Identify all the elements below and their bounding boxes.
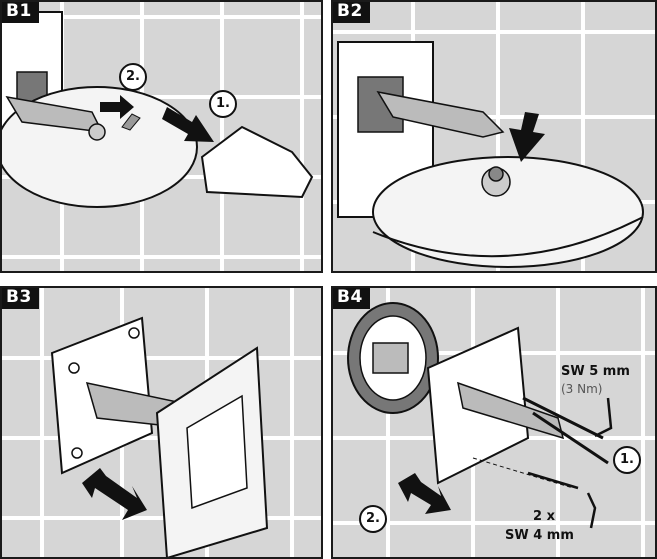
panel-b2-illustration [333, 2, 655, 271]
wrench-size-label: SW 5 mm [561, 364, 630, 379]
panel-b3-label: B3 [2, 288, 39, 309]
step-2-marker: 2. [119, 63, 147, 91]
panel-b1-illustration [2, 2, 321, 271]
screw-count-label: 2 x [533, 509, 555, 524]
torque-label: (3 Nm) [561, 382, 603, 396]
panel-b1: B1 2. 1. [0, 0, 323, 273]
panel-b4-illustration [333, 288, 655, 557]
panel-b2-label: B2 [333, 2, 370, 23]
panel-b4: B4 SW 5 mm (3 Nm) 1. 2. 2 x SW 4 mm [331, 286, 657, 559]
panel-b3: B3 [0, 286, 323, 559]
step-2-marker: 2. [359, 505, 387, 533]
panel-b1-label: B1 [2, 2, 39, 23]
small-wrench-size-label: SW 4 mm [505, 528, 574, 543]
panel-b3-illustration [2, 288, 321, 557]
step-1-marker: 1. [209, 90, 237, 118]
step-1-marker: 1. [613, 446, 641, 474]
panel-b2: B2 [331, 0, 657, 273]
panel-b4-label: B4 [333, 288, 370, 309]
